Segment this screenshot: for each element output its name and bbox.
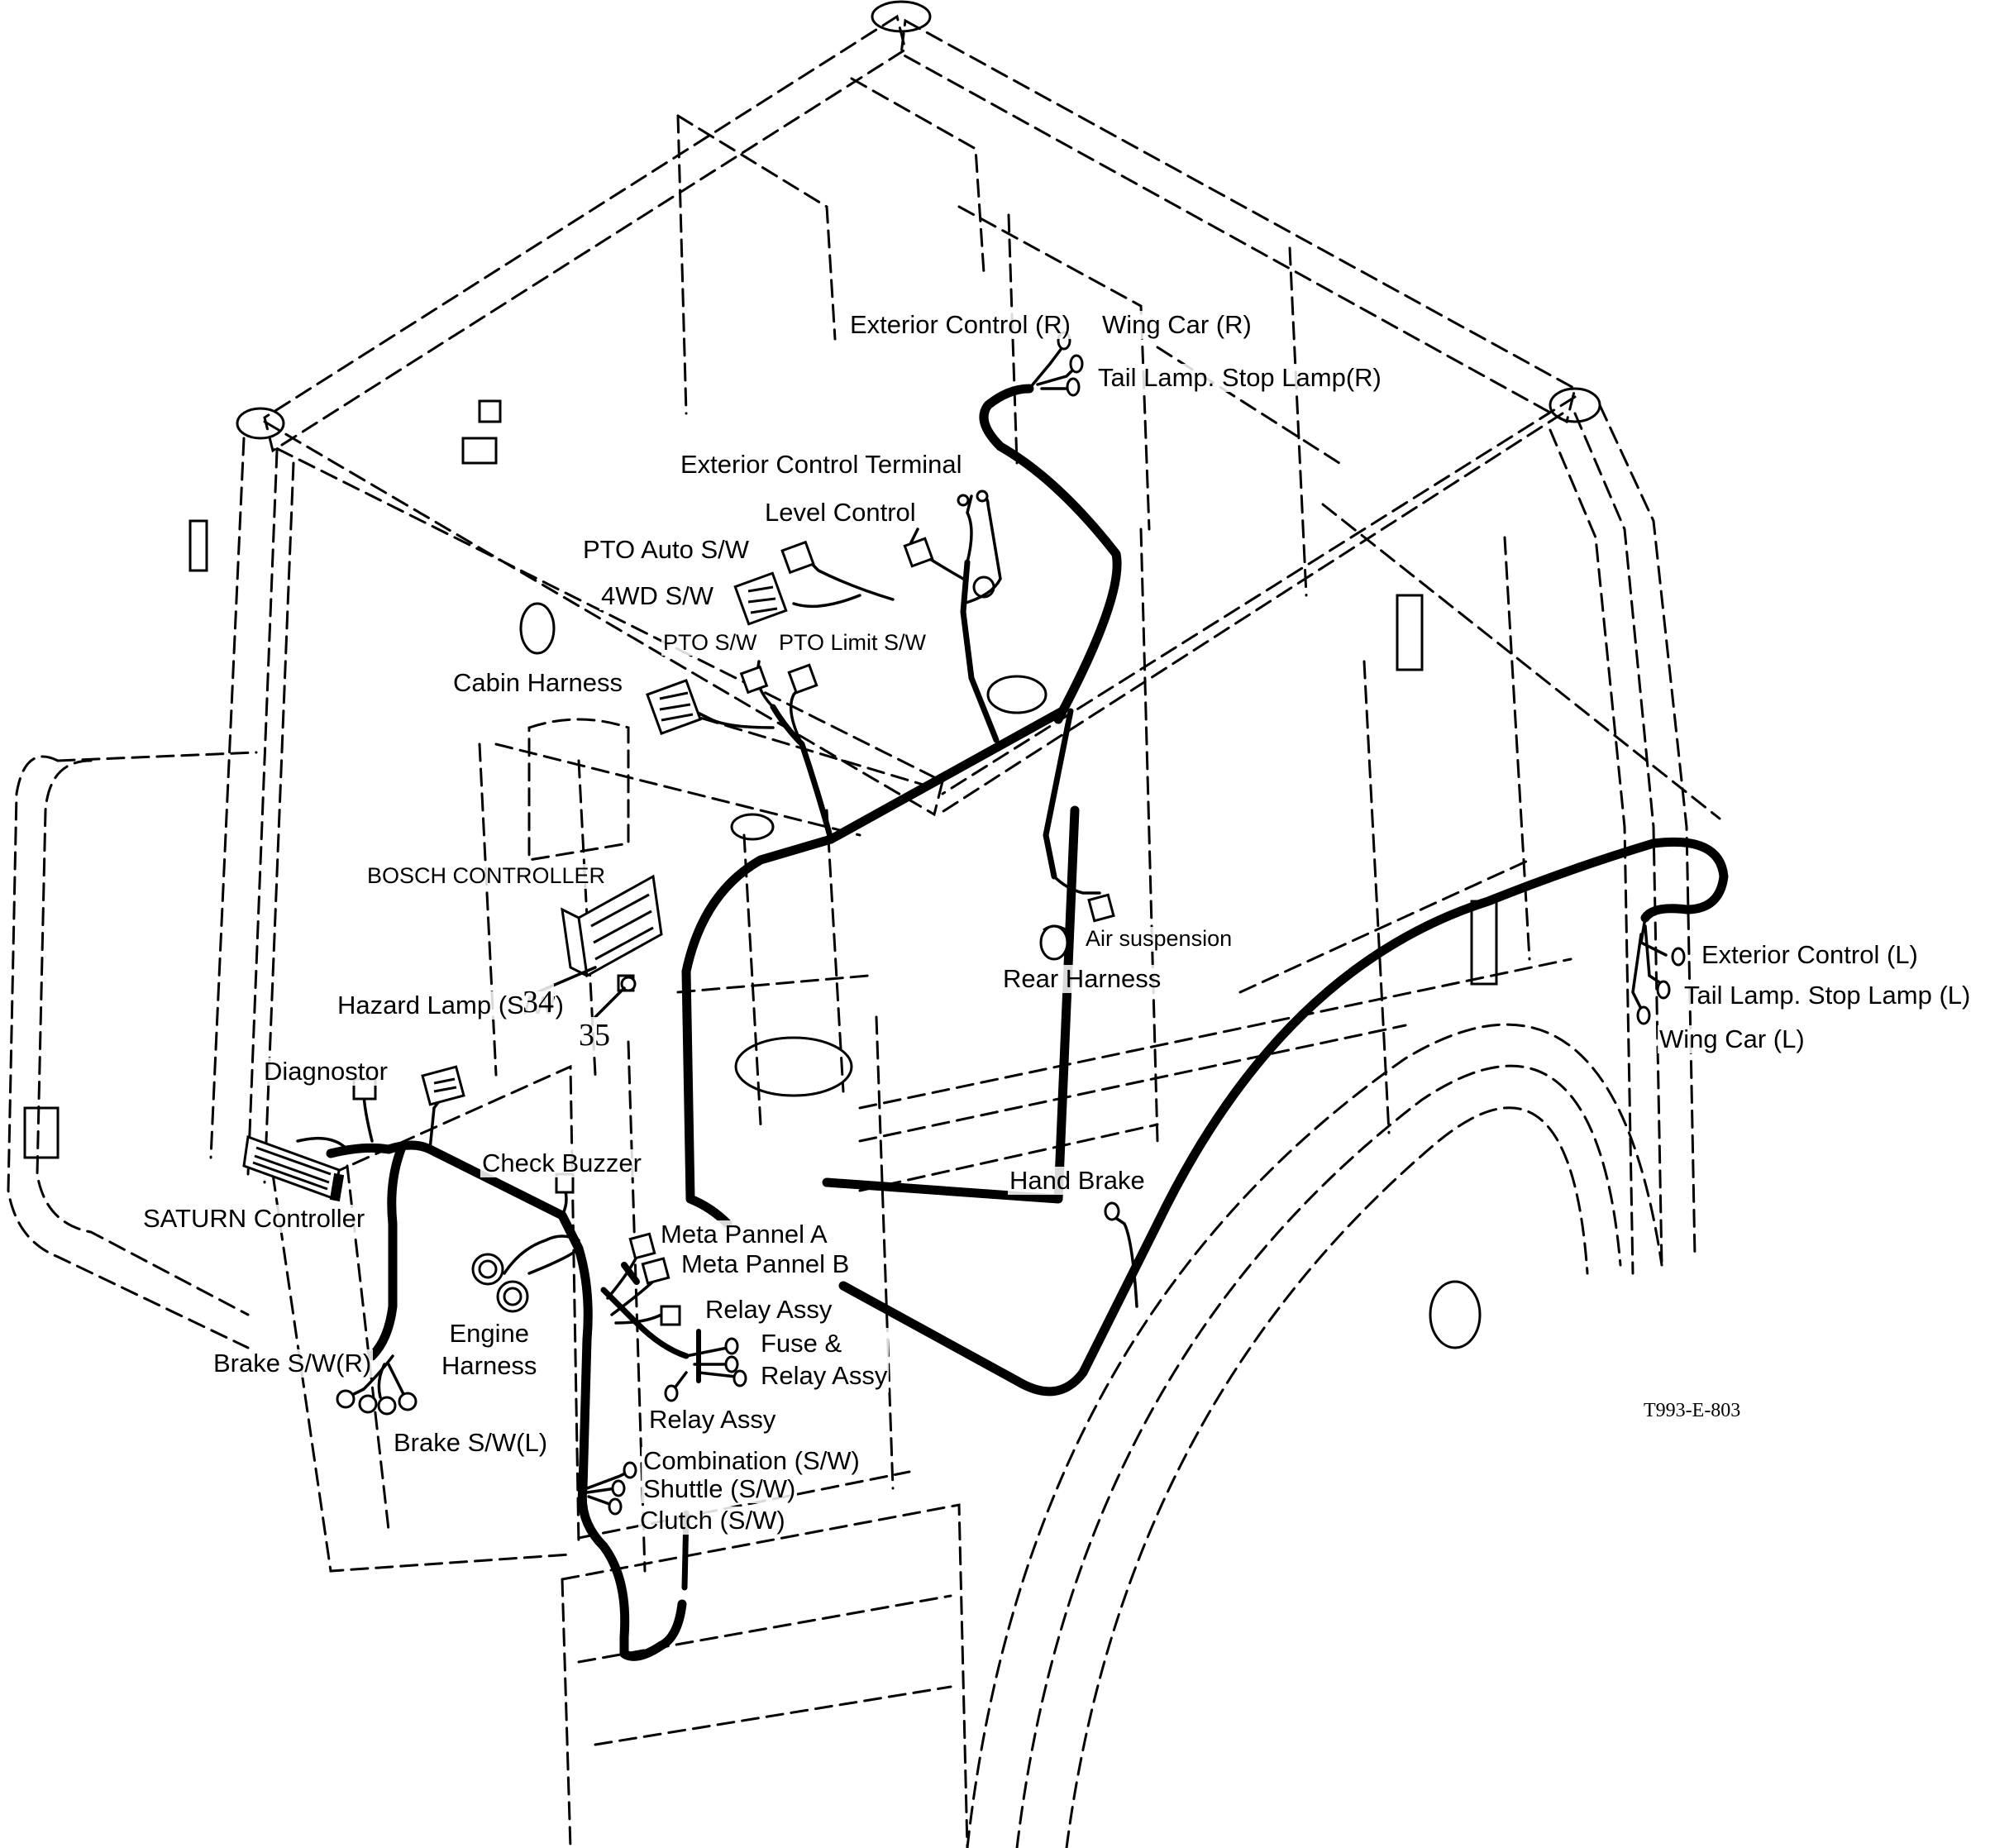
label-rear-harness: Rear Harness [1001,964,1163,994]
label-brake-sw-r: Brake S/W(R) [212,1349,374,1378]
connectors [242,331,1686,1516]
label-diagnostor: Diagnostor [262,1057,389,1086]
ref-number-35: 35 [579,1017,610,1053]
label-tail-lamp-r: Tail Lamp. Stop Lamp(R) [1096,363,1383,393]
wiring-harness [326,384,1729,1661]
label-level-control: Level Control [763,498,918,528]
label-pto-auto-sw: PTO Auto S/W [581,535,752,565]
label-meta-pannel-a: Meta Pannel A [659,1220,829,1249]
figure-id: T993-E-803 [1644,1400,1741,1421]
label-fuse-relay-assy: Fuse & Relay Assy [759,1328,890,1392]
label-shuttle-sw: Shuttle (S/W) [642,1474,798,1504]
label-wing-car-left: Wing Car (L) [1658,1024,1806,1054]
label-4wd-sw: 4WD S/W [599,581,716,611]
label-meta-pannel-b: Meta Pannel B [680,1249,852,1279]
label-combination-sw: Combination (S/W) [642,1446,861,1476]
label-brake-sw-l: Brake S/W(L) [392,1428,550,1458]
label-pto-sw: PTO S/W [661,630,759,656]
label-bosch-controller: BOSCH CONTROLLER [365,863,608,889]
cabin-frame [7,14,1721,1848]
label-exterior-control-terminal: Exterior Control Terminal [679,450,964,480]
label-air-suspension: Air suspension [1084,926,1234,952]
label-tail-lamp-l: Tail Lamp. Stop Lamp (L) [1682,981,1973,1010]
label-relay-assy-1: Relay Assy [704,1295,834,1325]
label-check-buzzer: Check Buzzer [480,1148,643,1178]
label-saturn-controller: SATURN Controller [141,1204,367,1234]
label-exterior-control-l: Exterior Control (L) [1700,940,1920,970]
label-relay-assy-2: Relay Assy [647,1405,778,1435]
ref-number-34: 34 [523,984,554,1020]
label-wing-car-r: Wing Car (R) [1100,310,1253,340]
label-clutch-sw: Clutch (S/W) [638,1506,787,1535]
label-engine-harness: Engine Harness [440,1318,539,1382]
label-hand-brake: Hand Brake [1008,1166,1147,1196]
label-pto-limit-sw: PTO Limit S/W [777,630,928,656]
label-exterior-control-r: Exterior Control (R) [848,310,1072,340]
label-cabin-harness: Cabin Harness [451,668,625,698]
